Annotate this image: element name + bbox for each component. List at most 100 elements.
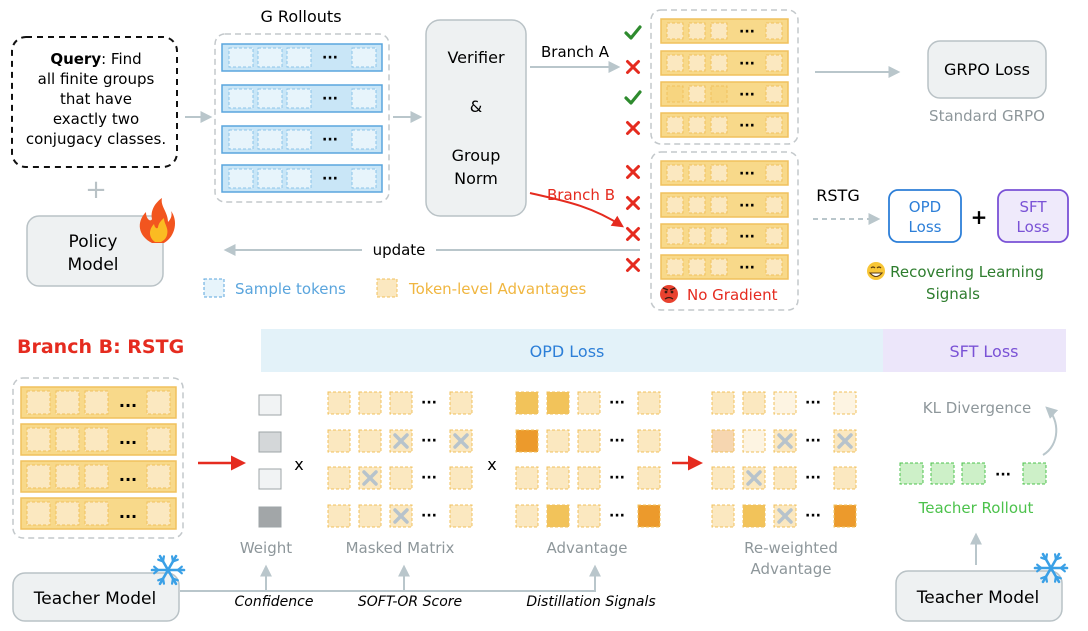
advantage-token [765, 54, 783, 72]
cross-stroke [626, 165, 640, 179]
ellipsis: ··· [322, 50, 338, 66]
matrix-cell [546, 466, 570, 490]
teacher-rollout-label: Teacher Rollout [918, 499, 1034, 517]
advantage-token [765, 22, 783, 40]
matrix-cell [833, 391, 857, 415]
grpo-loss-label: GRPO Loss [944, 60, 1030, 79]
advantage-token [688, 116, 706, 134]
cross-stroke [626, 60, 640, 74]
confidence-label: Confidence [235, 594, 314, 610]
teacher-rollout-tokens: ··· [899, 462, 1047, 485]
cross-stroke [746, 470, 762, 486]
opd-loss-header: OPD Loss [530, 342, 605, 361]
ellipsis: ··· [805, 508, 821, 524]
recovering-label-2: Signals [926, 285, 980, 303]
ellipsis: ··· [119, 396, 137, 415]
ellipsis: ··· [421, 395, 437, 411]
plus-sign: + [85, 175, 107, 205]
snowflake-arm [1041, 552, 1053, 570]
sft-loss-label-1: SFT [1019, 198, 1047, 216]
sample-token [286, 47, 312, 68]
teacher-model-right-label: Teacher Model [916, 588, 1039, 608]
advantage-token [765, 258, 783, 276]
advantage-token [666, 227, 684, 245]
cross-stroke [626, 258, 640, 272]
recovering-label-1: Recovering Learning [890, 263, 1044, 281]
weight-cell [258, 431, 282, 453]
matrix-cell [742, 391, 766, 415]
branch-b-label: Branch B [547, 186, 615, 204]
ellipsis: ··· [609, 395, 625, 411]
ellipsis: ··· [609, 508, 625, 524]
group-label: Group [452, 146, 501, 165]
ampersand-label: & [470, 97, 482, 116]
ellipsis: ··· [995, 467, 1011, 483]
matrix-cell [637, 429, 661, 453]
matrix-cell [327, 429, 351, 453]
advantage-token [666, 196, 684, 214]
advantage-token [710, 258, 728, 276]
sft-loss-box [997, 189, 1069, 243]
advantage-token [146, 390, 171, 415]
rollout-row: ··· [221, 125, 383, 154]
norm-label: Norm [454, 169, 498, 188]
cross-stroke [837, 433, 853, 449]
ellipsis: ··· [119, 470, 137, 489]
sample-token [257, 129, 283, 150]
branch-a-label: Branch A [541, 43, 610, 61]
cross-mark [626, 165, 640, 179]
rollout-row: ··· [221, 43, 383, 72]
ellipsis: ··· [805, 470, 821, 486]
sample-token [351, 129, 377, 150]
ellipsis: ··· [739, 198, 755, 214]
cross-mark [393, 433, 409, 449]
matrix-cell [358, 429, 382, 453]
reweighted-label-1: Re-weighted [744, 539, 838, 557]
advantage-token [55, 390, 80, 415]
ellipsis: ··· [322, 132, 338, 148]
snowflake-arm [166, 568, 178, 586]
cross-mark [626, 121, 640, 135]
legend-adv-label: Token-level Advantages [408, 280, 586, 298]
advantage-token [710, 22, 728, 40]
matrix-cell [358, 391, 382, 415]
legend-sample-label: Sample tokens [235, 280, 346, 298]
weight-cell [258, 394, 282, 416]
query-line-3: that have [60, 90, 132, 108]
matrix-cell [389, 391, 413, 415]
rstg-label: RSTG [816, 186, 859, 205]
ellipsis: ··· [119, 433, 137, 452]
policy-model-label-1: Policy [69, 232, 118, 252]
sample-token [351, 88, 377, 109]
weight-column [258, 394, 282, 528]
snowflake-branch [176, 565, 183, 572]
cross-stroke [777, 508, 793, 524]
masked-matrix-label: Masked Matrix [346, 539, 455, 557]
matrix-cell [546, 429, 570, 453]
sample-token [286, 168, 312, 189]
ellipsis: ··· [805, 395, 821, 411]
standard-grpo-label: Standard GRPO [929, 107, 1045, 125]
advantage-token [84, 390, 109, 415]
advantage-token [710, 85, 728, 103]
rollouts-group [214, 33, 390, 203]
advantage-token [146, 427, 171, 452]
snowflake-arm [1041, 566, 1053, 584]
branch-b-rstg-title: Branch B: RSTG [17, 336, 184, 358]
advantage-row: ··· [660, 160, 789, 186]
advantage-row: ··· [660, 254, 789, 280]
angry-face-icon [660, 285, 678, 303]
rollout-rows: ············ [221, 43, 383, 193]
matrix-cell [711, 429, 735, 453]
ellipsis: ··· [739, 24, 755, 40]
cross-mark [777, 433, 793, 449]
advantage-row: ··· [660, 223, 789, 249]
snowflake-branch [1036, 566, 1043, 573]
sft-loss-band [883, 329, 1066, 372]
branch-a-marks [624, 25, 642, 135]
teacher-model-left-box [12, 572, 180, 622]
advantage-token [765, 227, 783, 245]
ellipsis: ··· [421, 433, 437, 449]
ellipsis: ··· [739, 229, 755, 245]
cross-mark [453, 433, 469, 449]
